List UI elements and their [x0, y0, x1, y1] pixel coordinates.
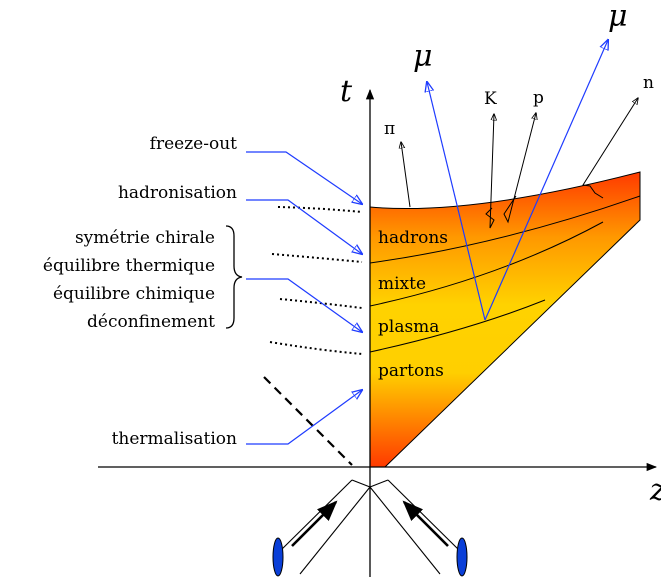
dotted-line-2 — [271, 253, 363, 263]
dashed-light-cone — [263, 376, 353, 466]
arrow-brace — [246, 278, 362, 332]
dotted-line-4 — [269, 341, 363, 355]
beam-left — [272, 479, 371, 577]
dotted-line-3 — [279, 298, 363, 309]
region-plasma: plasma — [378, 317, 439, 337]
label-equilibre-thermique: équilibre thermique — [43, 256, 215, 276]
label-deconfinement: déconfinement — [87, 312, 215, 332]
label-thermalisation: thermalisation — [112, 429, 237, 449]
arrow-thermalisation — [246, 390, 362, 445]
arrow-freeze-out — [246, 151, 362, 204]
mu-label-right: μ — [608, 0, 628, 34]
pi-label: π — [384, 119, 395, 139]
label-freeze-out: freeze-out — [150, 134, 237, 154]
region-partons: partons — [378, 361, 444, 381]
isotherm-plasma — [369, 299, 546, 353]
dotted-line-1 — [277, 206, 363, 213]
label-equilibre-chimique: équilibre chimique — [53, 284, 215, 304]
muon-track-right — [484, 40, 608, 321]
beam-right-arrow — [402, 500, 449, 547]
pi-track — [401, 142, 411, 208]
isotherm-mixed — [369, 221, 604, 307]
n-label: n — [643, 73, 654, 93]
label-hadronisation: hadronisation — [118, 183, 237, 203]
n-track — [582, 98, 638, 199]
region-hadrons: hadrons — [378, 228, 448, 248]
beam-right-cap — [456, 537, 468, 577]
label-symetrie-chirale: symétrie chirale — [75, 228, 215, 248]
muon-track-left — [427, 82, 486, 321]
region-mixte: mixte — [378, 274, 426, 294]
mu-label-left: μ — [413, 39, 433, 74]
p-label: p — [533, 88, 544, 108]
p-track — [503, 113, 536, 224]
isotherm-hadron — [369, 195, 641, 264]
arrow-hadronisation — [246, 199, 362, 254]
t-axis-label: t — [340, 74, 353, 109]
k-label: K — [484, 89, 497, 109]
k-track — [485, 114, 494, 229]
curly-brace — [225, 225, 243, 329]
z-axis-label: z — [649, 473, 661, 508]
beam-left-arrow — [291, 500, 338, 547]
fireball-region — [369, 171, 641, 468]
beam-left-cap — [272, 537, 284, 577]
beam-right — [369, 479, 468, 577]
